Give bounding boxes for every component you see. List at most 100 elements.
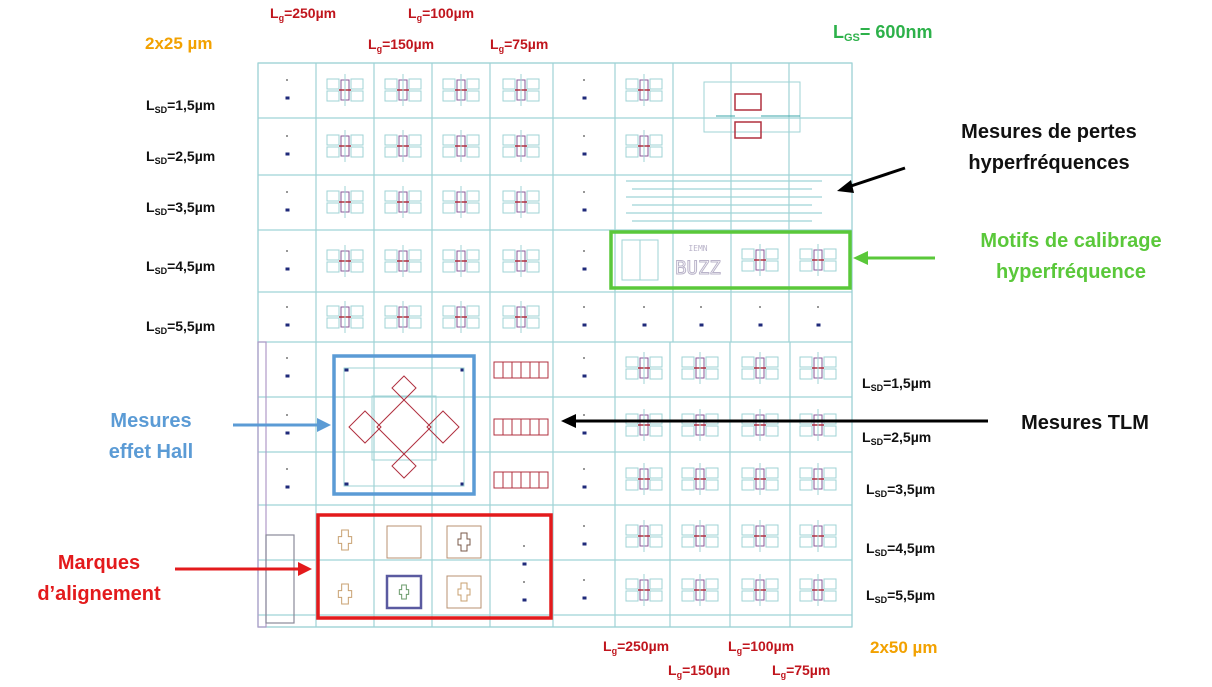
transistor — [741, 574, 779, 606]
contact-pad — [765, 590, 779, 602]
contact-pad — [526, 317, 540, 329]
test-structures — [285, 74, 837, 606]
hall-inner — [371, 395, 437, 461]
contact-pad — [799, 467, 813, 479]
contact-pad — [741, 260, 755, 272]
left-lsd-3: LSD=3,5µm — [146, 199, 216, 217]
contact-pad — [625, 590, 639, 602]
special-structures — [337, 81, 822, 610]
transistor — [625, 463, 663, 495]
align-dot — [582, 208, 587, 212]
annotation-alignment-line2: d’alignement — [37, 583, 161, 605]
right-lsd-5: LSD=5,5µm — [866, 587, 936, 605]
align-dot — [758, 323, 763, 327]
contact-pad — [823, 467, 837, 479]
arrow-alignment-head — [298, 562, 312, 576]
align-dot-small — [583, 525, 585, 527]
transistor — [384, 74, 422, 106]
contact-pad — [681, 368, 695, 380]
align-dot-small — [583, 135, 585, 137]
contact-pad — [466, 305, 480, 317]
hall-diamond — [391, 453, 417, 479]
align-dot-small — [286, 357, 288, 359]
contact-pad — [384, 261, 398, 273]
contact-pad — [384, 202, 398, 214]
contact-pad — [408, 78, 422, 90]
annotation-alignment-line1: Marques — [57, 552, 141, 574]
align-dot — [344, 482, 349, 486]
contact-pad — [823, 524, 837, 536]
transistor — [681, 574, 719, 606]
contact-pad — [384, 134, 398, 146]
contact-pad — [442, 78, 456, 90]
alignment-box — [316, 513, 553, 620]
contact-pad — [799, 356, 813, 368]
align-dot-small — [583, 468, 585, 470]
contact-pad — [442, 146, 456, 158]
hall-diamond — [348, 410, 382, 444]
transistor — [681, 520, 719, 552]
contact-pad — [799, 368, 813, 380]
align-dot-small — [583, 250, 585, 252]
contact-pad — [649, 146, 663, 158]
contact-pad — [526, 78, 540, 90]
annotation-hyper-losses: Mesures de pertes hyperfréquences — [918, 117, 1180, 179]
align-dot-small — [700, 306, 702, 308]
contact-pad — [502, 305, 516, 317]
contact-pad — [649, 524, 663, 536]
top-lg-250: Lg=250µm — [270, 5, 337, 23]
contact-pad — [326, 317, 340, 329]
align-dot — [285, 96, 290, 100]
contact-pad — [466, 190, 480, 202]
contact-pad — [799, 578, 813, 590]
contact-pad — [681, 425, 695, 437]
contact-pad — [765, 536, 779, 548]
contact-pad — [326, 305, 340, 317]
contact-pad — [705, 536, 719, 548]
arrow-calibration-head — [853, 251, 868, 265]
bottom-lg-150: Lg=150µn — [668, 662, 731, 680]
align-dot-small — [286, 250, 288, 252]
align-dot — [582, 431, 587, 435]
transistor — [741, 520, 779, 552]
transistor — [442, 245, 480, 277]
contact-pad — [408, 317, 422, 329]
contact-pad — [649, 467, 663, 479]
contact-pad — [350, 317, 364, 329]
contact-pad — [799, 536, 813, 548]
contact-pad — [408, 134, 422, 146]
contact-pad — [681, 413, 695, 425]
rf-device-lower — [734, 121, 762, 139]
calibration-motifs — [621, 239, 659, 281]
contact-pad — [502, 134, 516, 146]
contact-pad — [442, 305, 456, 317]
contact-pad — [705, 368, 719, 380]
contact-pad — [384, 305, 398, 317]
contact-pad — [466, 249, 480, 261]
contact-pad — [765, 578, 779, 590]
annotation-calibration-line2: hyperfréquence — [995, 261, 1147, 283]
contact-pad — [741, 467, 755, 479]
contact-pad — [765, 524, 779, 536]
transistor — [384, 186, 422, 218]
transistor — [681, 352, 719, 384]
contact-pad — [526, 305, 540, 317]
arrow-tlm-head — [561, 414, 576, 428]
contact-pad — [326, 202, 340, 214]
contact-pad — [526, 202, 540, 214]
annotation-calibration-line1: Motifs de calibrage — [980, 230, 1162, 252]
contact-pad — [705, 425, 719, 437]
align-dot — [582, 267, 587, 271]
align-dot — [285, 431, 290, 435]
transistor — [625, 352, 663, 384]
align-dot-small — [286, 191, 288, 193]
align-dot — [582, 152, 587, 156]
right-lsd-2: LSD=2,5µm — [862, 429, 932, 447]
mask-logo-top: IEMN — [688, 244, 707, 253]
contact-pad — [526, 190, 540, 202]
right-lsd-3: LSD=3,5µm — [866, 481, 936, 499]
contact-pad — [705, 356, 719, 368]
annotation-hall-line2: effet Hall — [108, 441, 194, 463]
transistor — [326, 186, 364, 218]
contact-pad — [681, 578, 695, 590]
